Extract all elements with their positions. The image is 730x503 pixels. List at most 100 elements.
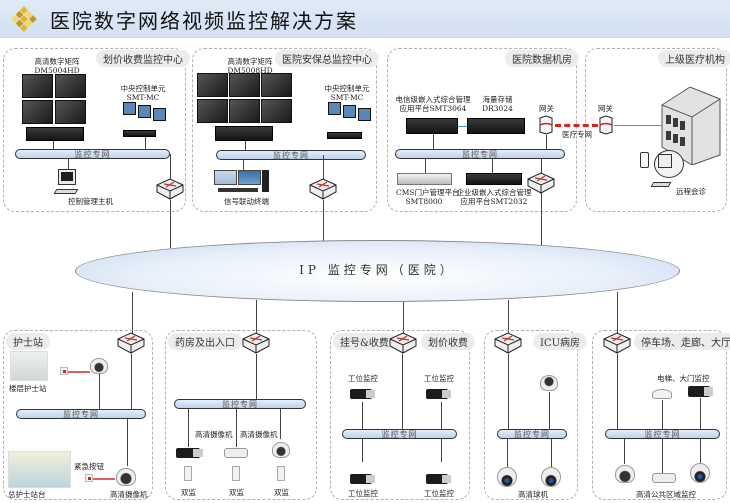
ip-monitoring-network: IP 监控专网（医院）	[75, 240, 680, 302]
alarm-button-icon	[85, 474, 93, 482]
zone-registration-billing	[330, 330, 470, 500]
zone-label: 上级医疗机构	[658, 50, 730, 67]
network-switch-icon	[603, 332, 631, 354]
zone-label: 药房及出入口	[168, 333, 242, 350]
network-switch-icon	[389, 332, 417, 354]
station-label: 工位监控	[424, 374, 454, 383]
main-nurse-station-photo	[8, 451, 71, 488]
ptz-dome-camera-icon	[541, 467, 561, 487]
medical-private-link	[555, 124, 598, 127]
zone-superior-institution	[585, 48, 727, 212]
zone-pharmacy-entrance	[165, 330, 317, 500]
hospital-building-icon	[660, 85, 722, 166]
monitor-bus: 监控专网	[216, 150, 366, 160]
station-label: 工位监控	[348, 374, 378, 383]
remote-label: 远程会诊	[676, 187, 706, 196]
camera-label: 高清摄像机	[195, 430, 233, 439]
zone-label: 医院数据机房	[505, 50, 579, 67]
bullet-camera-icon	[652, 473, 676, 483]
dome-label: 高清球机	[518, 490, 548, 499]
camera-label: 高清摄像机	[240, 430, 278, 439]
bullet-camera-icon	[224, 448, 248, 458]
sensor-label: 双监	[229, 488, 244, 497]
gold-diamond-grid-icon	[11, 6, 37, 32]
zone-label: 护士站	[6, 333, 50, 350]
network-switch-icon	[242, 332, 270, 354]
dome-camera-icon	[116, 468, 136, 486]
control-unit-server	[327, 132, 362, 139]
camera-label: 高清摄像机	[110, 490, 148, 499]
terminal-label: 信号联动终端	[224, 197, 269, 206]
box-camera-icon	[426, 389, 451, 399]
sensor-label: 双监	[274, 488, 289, 497]
zone-icu-ward	[484, 330, 578, 500]
alarm-button-icon	[60, 367, 68, 375]
zone-billing-monitor-center	[3, 48, 186, 212]
video-wall	[22, 74, 86, 124]
gateway-icon	[538, 115, 554, 135]
lower-label: 高清公共区域监控	[636, 490, 696, 499]
matrix-server	[26, 127, 84, 141]
cms-server	[397, 173, 452, 185]
gateway-icon	[598, 115, 614, 135]
zone-security-center	[192, 48, 377, 212]
dome-camera-icon	[272, 442, 290, 458]
zone-label: 挂号&收费	[333, 333, 396, 350]
monitor-bus: 监控专网	[15, 149, 170, 159]
zone-data-center	[387, 48, 577, 212]
sensor-label: 双监	[181, 488, 196, 497]
enterprise-label: 企业级嵌入式综合管理应用平台SMT2032	[456, 188, 532, 206]
floor-station-label: 楼层护士站	[9, 384, 47, 393]
ptz-dome-camera-icon	[690, 463, 710, 483]
remote-consultation-icon	[640, 148, 685, 190]
ptz-dome-camera-icon	[497, 467, 517, 487]
flat-dome-camera-icon	[652, 389, 672, 399]
network-switch-icon	[494, 332, 522, 354]
motion-sensor-icon	[277, 466, 285, 481]
management-server	[406, 118, 458, 134]
link-label: 医疗专网	[562, 130, 592, 139]
box-camera-icon	[350, 389, 375, 399]
main-station-label: 总护士站台	[8, 490, 46, 499]
zone-nurse-station	[3, 330, 153, 500]
station-label: 工位监控	[348, 489, 378, 498]
control-unit-monitors	[123, 100, 168, 121]
server1-label: 电信级嵌入式综合管理应用平台SMT3064	[395, 95, 471, 113]
monitor-bus: 监控专网	[342, 429, 457, 439]
gateway-label: 网关	[539, 104, 554, 113]
title-bar: 医院数字网络视频监控解决方案	[0, 0, 730, 38]
network-switch-icon	[156, 178, 184, 200]
upper-label: 电梯、大门监控	[657, 374, 710, 383]
gateway-label: 网关	[598, 104, 613, 113]
dome-camera-icon	[540, 375, 558, 391]
box-camera-icon	[688, 386, 713, 397]
network-switch-icon	[527, 172, 555, 194]
zone-label: 划价收费监控中心	[96, 50, 190, 67]
dome-camera-icon	[615, 465, 635, 483]
zone-label: 停车场、走廊、大厅	[634, 333, 730, 350]
emergency-button-label: 紧急按钮	[74, 462, 104, 471]
monitor-bus: 监控专网	[605, 429, 720, 439]
floor-nurse-station-photo	[10, 351, 48, 381]
network-switch-icon	[117, 332, 145, 354]
video-wall	[197, 73, 293, 123]
zone-parking-corridor-lobby	[592, 330, 727, 500]
box-camera-icon	[350, 474, 375, 484]
zone-label: ICU病房	[533, 333, 588, 350]
control-unit-monitors	[328, 100, 373, 121]
terminal-label: 控制管理主机	[68, 197, 113, 206]
desktop-computer-icon	[53, 169, 80, 197]
zone-label: 划价收费	[421, 333, 475, 350]
box-camera-icon	[426, 474, 451, 484]
zone-label: 医院安保总监控中心	[275, 50, 379, 67]
page-title: 医院数字网络视频监控解决方案	[50, 9, 358, 33]
control-unit-server	[123, 130, 156, 137]
monitor-bus: 监控专网	[16, 409, 146, 419]
station-label: 工位监控	[424, 489, 454, 498]
